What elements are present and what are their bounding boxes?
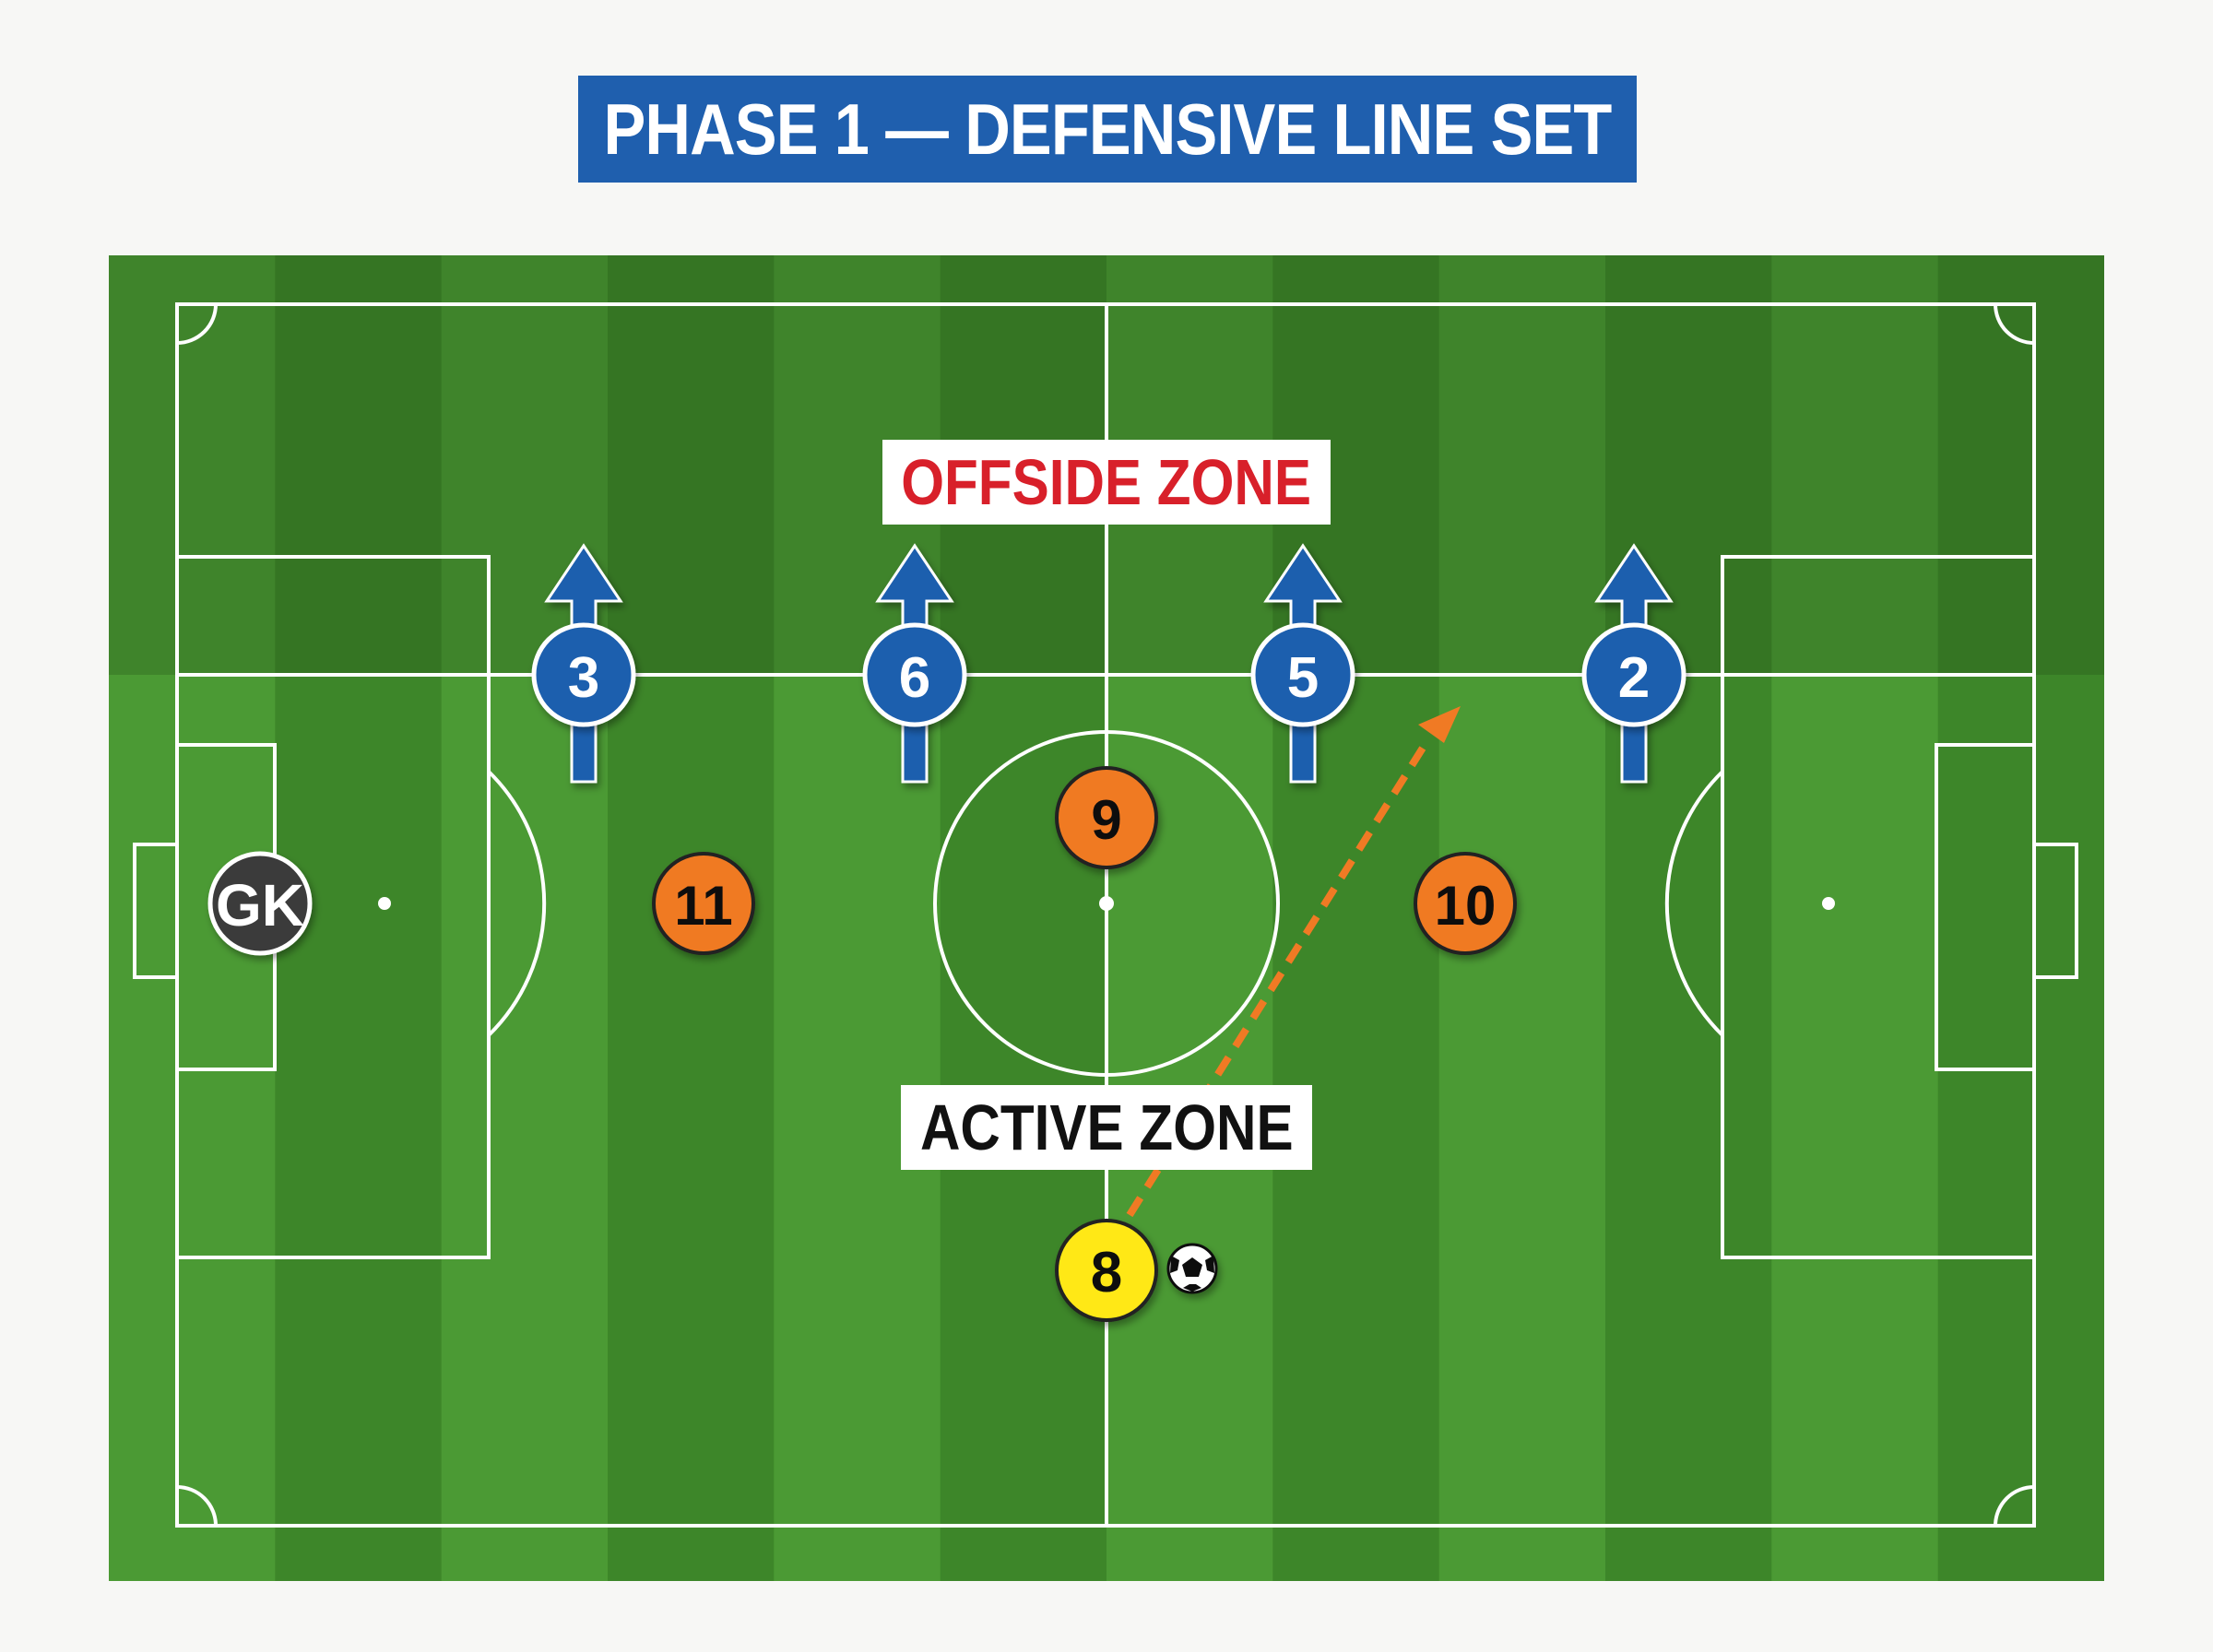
- left-goal: [133, 843, 179, 979]
- pitch-markings: [133, 302, 2078, 1528]
- defender-label: 5: [1287, 646, 1319, 710]
- defender-label: 2: [1618, 646, 1650, 710]
- pass-arrow-icon: [1126, 706, 1461, 1218]
- left-penalty-arc: [487, 770, 547, 1037]
- defender-marker-5[interactable]: 5: [1250, 622, 1355, 727]
- active-zone-label: ACTIVE ZONE: [901, 1085, 1312, 1170]
- offside-zone-text: OFFSIDE ZONE: [901, 446, 1312, 518]
- corner-arc-top-left: [176, 303, 218, 345]
- pitch-spots: [378, 896, 1835, 911]
- active-zone-text: ACTIVE ZONE: [919, 1092, 1294, 1163]
- attacker-label: 9: [1091, 789, 1121, 851]
- grass-stripe: [1605, 255, 1772, 1581]
- title-banner: PHASE 1 — DEFENSIVE LINE SET: [578, 76, 1637, 183]
- corner-arc-bottom-right: [1994, 1485, 2035, 1527]
- centre-circle: [933, 730, 1280, 1077]
- ball-carrier-label: 8: [1091, 1241, 1122, 1304]
- right-goal: [2032, 843, 2078, 979]
- goalkeeper-label: GK: [216, 872, 304, 938]
- defender-marker-3[interactable]: 3: [531, 622, 636, 727]
- attacker-label: 10: [1435, 875, 1497, 937]
- defender-label: 3: [568, 646, 599, 710]
- defender-marker-6[interactable]: 6: [862, 622, 967, 727]
- defender-marker-2[interactable]: 2: [1581, 622, 1686, 727]
- corner-arc-bottom-left: [176, 1485, 218, 1527]
- soccer-ball-icon[interactable]: [1166, 1243, 1218, 1294]
- left-penalty-spot: [378, 897, 391, 910]
- attacker-marker-10[interactable]: 10: [1414, 852, 1517, 955]
- right-penalty-spot: [1822, 897, 1835, 910]
- right-penalty-arc: [1664, 770, 1724, 1037]
- defender-label: 6: [899, 646, 930, 710]
- goalkeeper-marker[interactable]: GK: [207, 851, 313, 956]
- attacker-marker-11[interactable]: 11: [652, 852, 755, 955]
- ball-carrier-marker-8[interactable]: 8: [1055, 1219, 1158, 1322]
- offside-zone-label: OFFSIDE ZONE: [882, 440, 1331, 525]
- diagram-title: PHASE 1 — DEFENSIVE LINE SET: [603, 88, 1613, 170]
- attacker-label: 11: [674, 875, 732, 937]
- attacker-marker-9[interactable]: 9: [1055, 766, 1158, 869]
- centre-spot: [1099, 896, 1114, 911]
- corner-arc-top-right: [1994, 303, 2035, 345]
